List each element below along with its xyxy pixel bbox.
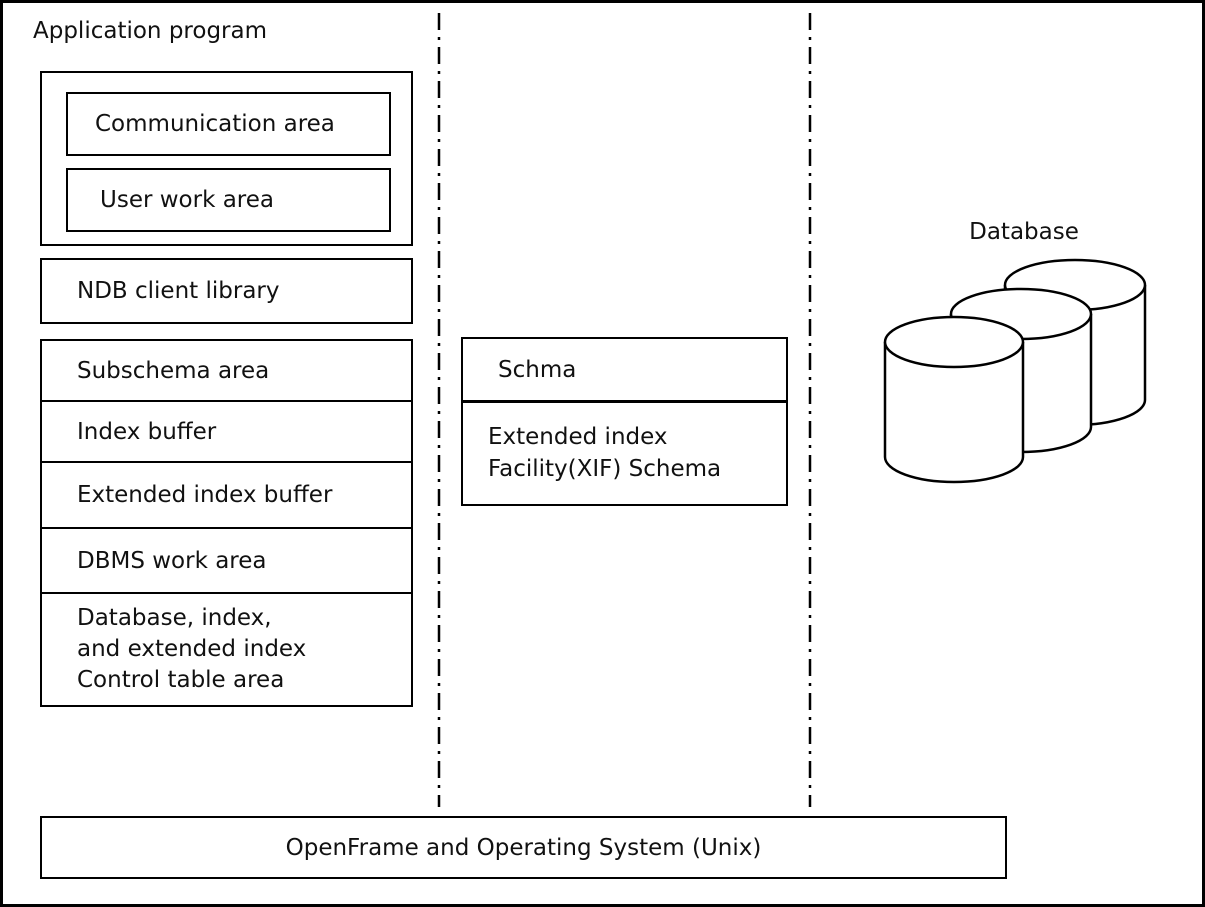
schema-title-label: Schma — [498, 356, 577, 383]
user-work-area-label: User work area — [100, 187, 274, 213]
ndb-client-library-box: NDB client library — [40, 258, 413, 324]
ndb-client-library-label: NDB client library — [77, 278, 280, 304]
stack-row-control-table-area: Database, index, and extended index Cont… — [42, 594, 411, 705]
openframe-os-label: OpenFrame and Operating System (Unix) — [285, 834, 762, 861]
control-table-area-label: Database, index, and extended index Cont… — [77, 604, 307, 694]
database-label-text: Database — [969, 219, 1079, 245]
application-program-label: Application program — [33, 18, 267, 44]
extended-index-buffer-label: Extended index buffer — [77, 482, 333, 508]
schema-box: Schma Extended index Facility(XIF) Schem… — [461, 337, 788, 506]
index-buffer-label: Index buffer — [77, 418, 217, 445]
dbms-work-area-label: DBMS work area — [77, 547, 267, 574]
database-label: Database — [924, 215, 1124, 249]
communication-area-box: Communication area — [66, 92, 391, 156]
stack-row-index-buffer: Index buffer — [42, 402, 411, 463]
cylinder-front — [883, 315, 1025, 484]
schema-box-title-row: Schma — [463, 339, 786, 403]
subschema-area-label: Subschema area — [77, 357, 270, 384]
schema-box-body-row: Extended index Facility(XIF) Schema — [463, 403, 786, 504]
openframe-os-bar: OpenFrame and Operating System (Unix) — [40, 816, 1007, 879]
stack-row-extended-index-buffer: Extended index buffer — [42, 463, 411, 529]
user-work-area-box: User work area — [66, 168, 391, 232]
cylinder-middle — [949, 287, 1093, 454]
xif-schema-label: Extended index Facility(XIF) Schema — [488, 424, 722, 482]
database-cylinders-icon — [883, 258, 1147, 484]
stack-row-subschema-area: Subschema area — [42, 341, 411, 402]
communication-area-label: Communication area — [95, 111, 335, 137]
application-program-group-box: Communication area User work area — [40, 71, 413, 246]
cylinder-back — [1003, 258, 1147, 427]
memory-area-stack: Subschema area Index buffer Extended ind… — [40, 339, 413, 707]
stack-row-dbms-work-area: DBMS work area — [42, 529, 411, 594]
